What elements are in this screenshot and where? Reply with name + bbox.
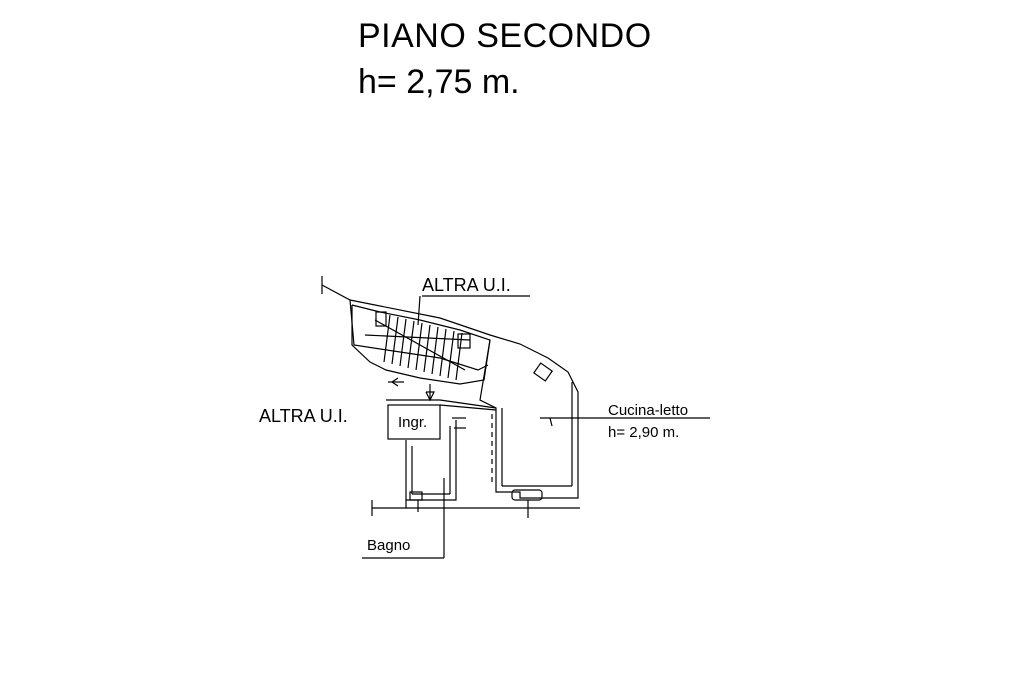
- wall-main-room: [479, 339, 579, 499]
- label-altra-ui-left: ALTRA U.I.: [259, 406, 348, 426]
- floor-height: h= 2,75 m.: [358, 63, 520, 101]
- label-ingresso: Ingr.: [398, 414, 428, 431]
- label-altra-ui-top: ALTRA U.I.: [422, 275, 511, 295]
- bagno-room: [405, 420, 457, 501]
- wall-top-outer: [321, 284, 579, 492]
- label-bagno: Bagno: [367, 537, 411, 554]
- stair-outline: [351, 304, 491, 385]
- wall-top-inner: [349, 299, 489, 371]
- label-cucina-height: h= 2,90 m.: [608, 424, 680, 441]
- ingresso-room: [387, 404, 441, 440]
- label-cucina-letto: Cucina-letto: [608, 402, 689, 419]
- floor-title: PIANO SECONDO: [358, 17, 652, 55]
